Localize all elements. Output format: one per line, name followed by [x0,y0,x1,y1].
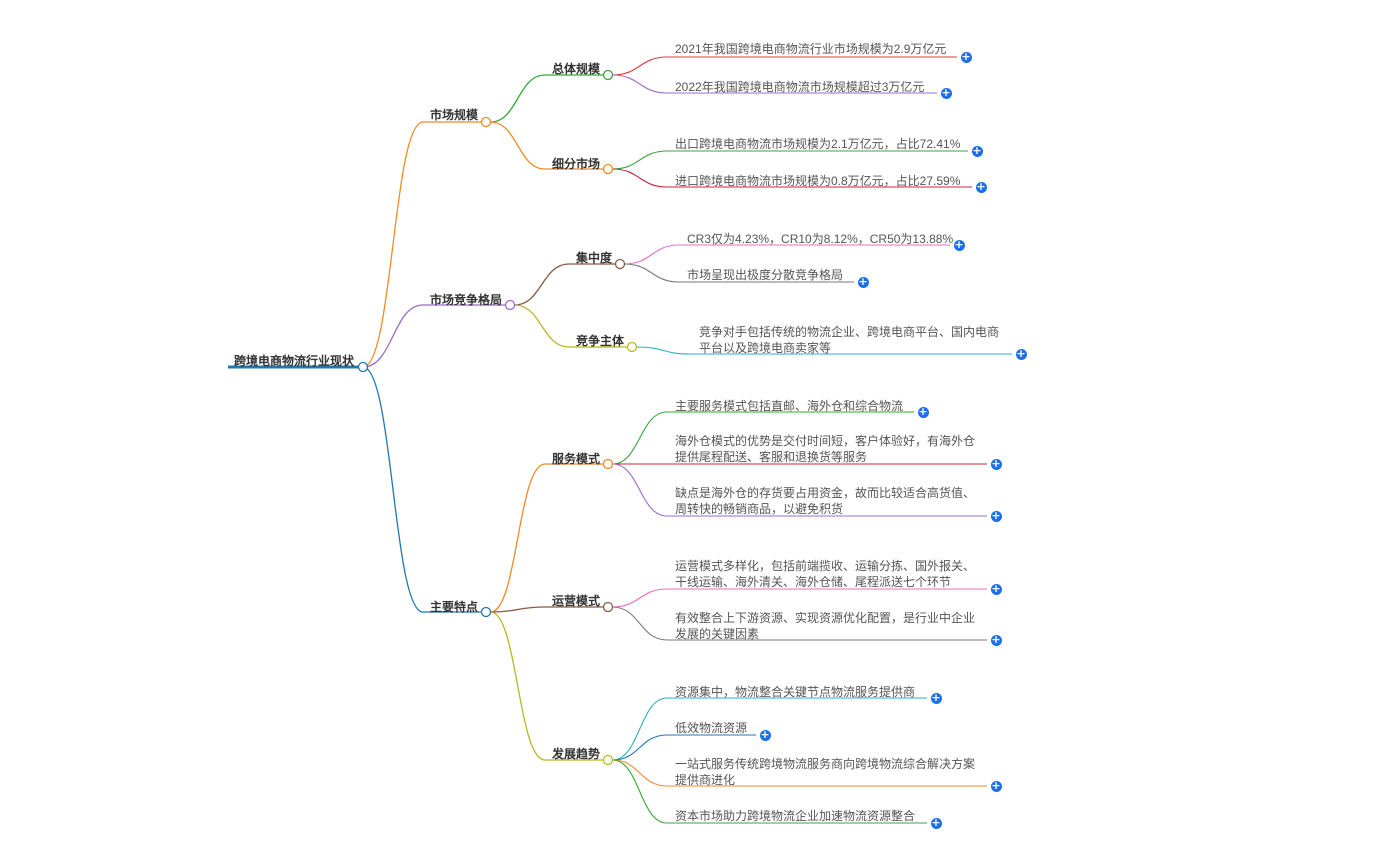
expand-node-button[interactable]: + [990,456,1002,470]
subtopic: 细分市场 [552,157,601,171]
subtopic: 服务模式 [552,452,601,466]
subtopic: 总体规模 [552,62,601,76]
leaf-text: 主要服务模式包括直邮、海外仓和综合物流 [675,399,904,413]
expand-node-button[interactable]: + [1015,346,1027,360]
branch-collapse-toggle[interactable] [480,116,492,128]
leaf-text: 一站式服务传统跨境物流服务商向跨境物流综合解决方案 [675,757,976,771]
leaf-text: 低效物流资源 [675,721,748,735]
branch-collapse-toggle[interactable] [480,606,492,618]
leaf-text: 资本市场助力跨境物流企业加速物流资源整合 [675,809,916,823]
leaf-text: 海外仓模式的优势是交付时间短，客户体验好，有海外仓 [675,434,976,448]
leaf-text: 运营模式多样化，包括前端揽收、运输分拣、国外报关、 [675,559,976,573]
leaf-connector [612,56,668,76]
leaf-connector [612,150,668,170]
branch-topic: 主要特点 [430,600,479,614]
root-topic: 跨境电商物流行业现状 [234,354,355,368]
subtopic-collapse-toggle[interactable] [602,69,614,81]
leaf-text: 平台以及跨境电商卖家等 [699,341,832,355]
leaf-text: 提供商进化 [675,773,736,787]
leaf-connector [612,588,668,608]
leaf-text: 干线运输、海外清关、海外仓储、尾程派送七个环节 [675,575,952,589]
subtopic-connector [514,263,570,306]
leaf-text: 2022年我国跨境电商物流市场规模超过3万亿元 [675,80,925,94]
leaf-connector [612,74,668,94]
leaf-connector [612,411,668,465]
subtopic-connector [490,121,546,170]
leaf-text: 发展的关键因素 [675,627,760,641]
branch-topic: 市场规模 [430,108,479,122]
leaf-connector [612,697,668,761]
subtopic-collapse-toggle[interactable] [614,258,626,270]
subtopic-connector [490,74,546,123]
expand-node-button[interactable]: + [940,85,952,99]
leaf-text: 市场呈现出极度分散竞争格局 [687,268,844,282]
leaf-connector [612,759,668,824]
subtopic-collapse-toggle[interactable] [602,163,614,175]
subtopic: 竞争主体 [576,334,625,348]
leaf-text: 缺点是海外仓的存货要占用资金，故而比较适合高货值、 [675,486,976,500]
leaf-text: CR3仅为4.23%，CR10为8.12%，CR50为13.88% [687,232,954,246]
leaf-text: 出口跨境电商物流市场规模为2.1万亿元，占比72.41% [675,137,961,151]
branch-connector [362,121,424,368]
expand-node-button[interactable]: + [990,508,1002,522]
leaf-connector [612,463,668,517]
expand-node-button[interactable]: + [930,690,942,704]
leaf-text: 2021年我国跨境电商物流行业市场规模为2.9万亿元 [675,42,947,56]
expand-node-button[interactable]: + [960,49,972,63]
subtopic-collapse-toggle[interactable] [626,341,638,353]
subtopic-connector [514,304,570,348]
subtopic-connector [490,463,546,613]
expand-node-button[interactable]: + [975,179,987,193]
subtopic: 运营模式 [552,594,601,608]
leaf-text: 进口跨境电商物流市场规模为0.8万亿元，占比27.59% [675,174,961,188]
expand-node-button[interactable]: + [971,143,983,157]
branch-connector [362,366,424,613]
leaf-connector [612,606,668,641]
subtopic-collapse-toggle[interactable] [602,754,614,766]
expand-node-button[interactable]: + [953,237,965,251]
subtopic: 发展趋势 [552,747,601,761]
leaf-connector [636,346,691,355]
branch-topic: 市场竞争格局 [430,293,503,307]
subtopic-connector [490,606,546,613]
expand-node-button[interactable]: + [990,778,1002,792]
root-collapse-toggle[interactable] [357,361,369,373]
branch-collapse-toggle[interactable] [504,299,516,311]
expand-node-button[interactable]: + [930,815,942,829]
expand-node-button[interactable]: + [990,632,1002,646]
subtopic: 集中度 [576,251,613,265]
branch-connector [362,304,424,368]
expand-node-button[interactable]: + [857,274,869,288]
leaf-text: 竞争对手包括传统的物流企业、跨境电商平台、国内电商 [699,325,1000,339]
leaf-text: 资源集中，物流整合关键节点物流服务提供商 [675,685,916,699]
leaf-text: 提供尾程配送、客服和退换货等服务 [675,450,868,464]
leaf-connector [624,244,680,265]
expand-node-button[interactable]: + [759,727,771,741]
expand-node-button[interactable]: + [990,581,1002,595]
leaf-connector [612,168,668,188]
leaf-connector [612,734,668,761]
leaf-connector [612,759,668,787]
leaf-text: 周转快的畅销商品，以避免积货 [675,502,844,516]
expand-node-button[interactable]: + [917,404,929,418]
leaf-text: 有效整合上下游资源、实现资源优化配置，是行业中企业 [675,611,976,625]
subtopic-collapse-toggle[interactable] [602,458,614,470]
subtopic-collapse-toggle[interactable] [602,601,614,613]
subtopic-connector [490,611,546,761]
leaf-connector [624,263,680,283]
